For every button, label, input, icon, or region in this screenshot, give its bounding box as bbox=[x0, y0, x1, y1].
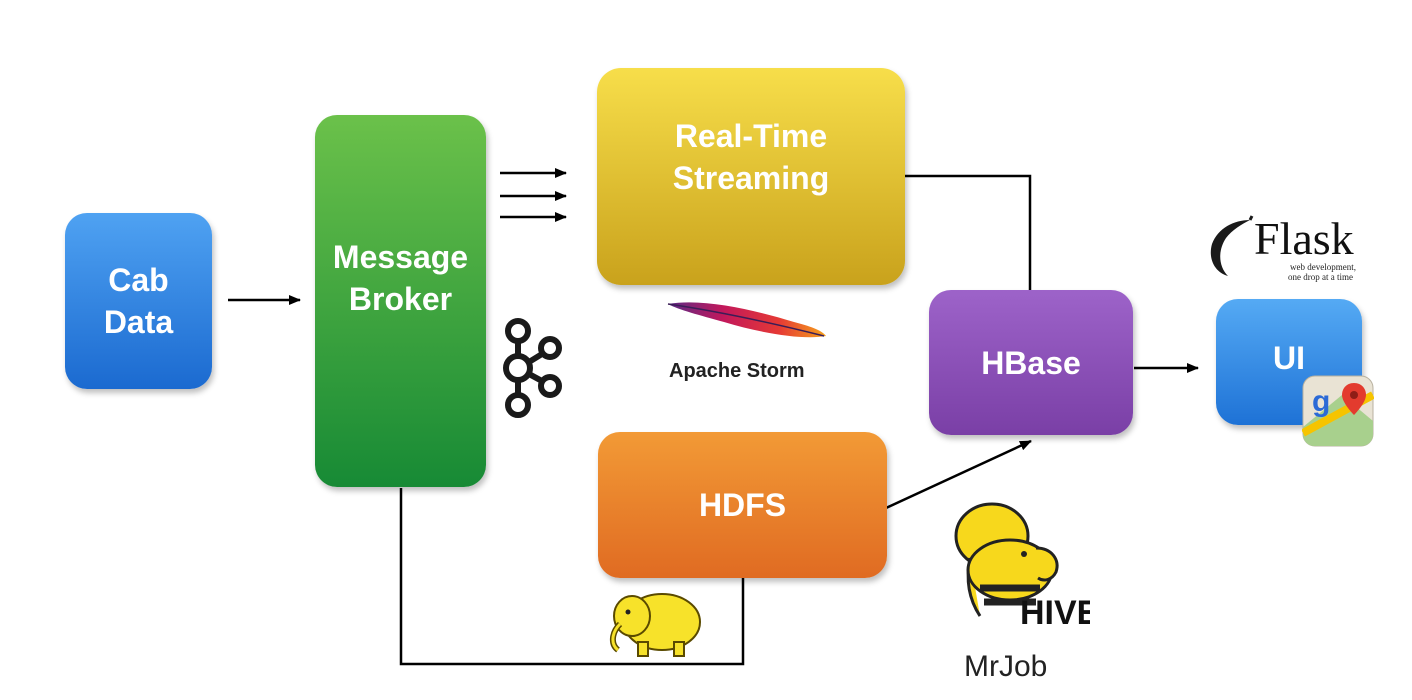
cab-data-label-line1: Cab bbox=[108, 262, 169, 298]
cab-data-label-line2: Data bbox=[103, 304, 174, 340]
realtime-label-line1: Real-Time bbox=[674, 117, 828, 154]
flask-tagline-line2: one drop at a time bbox=[1288, 272, 1353, 282]
arrow-hdfs-to-hbase bbox=[885, 439, 1032, 510]
flask-wordmark: Flask bbox=[1254, 213, 1354, 264]
kafka-icon bbox=[503, 318, 562, 418]
apache-storm-caption: Apache Storm bbox=[669, 360, 805, 382]
message-broker-label-line1: Message bbox=[332, 239, 469, 275]
hbase-label: HBase bbox=[981, 344, 1081, 381]
ui-node: UI bbox=[1216, 299, 1362, 425]
google-maps-icon: g bbox=[1302, 375, 1374, 447]
hbase-node: HBase bbox=[929, 290, 1133, 435]
ui-label: UI bbox=[1273, 340, 1305, 376]
mrjob-caption: MrJob bbox=[964, 650, 1048, 683]
realtime-streaming-node: Real-Time Streaming bbox=[597, 68, 905, 285]
hadoop-elephant-icon bbox=[610, 593, 701, 657]
hive-icon: HIVE bbox=[954, 502, 1090, 630]
hdfs-label: HDFS bbox=[698, 487, 787, 523]
realtime-label-line2: Streaming bbox=[672, 159, 830, 196]
message-broker-label-line2: Broker bbox=[348, 281, 453, 317]
message-broker-node: Message Broker bbox=[315, 115, 486, 487]
cab-data-node: Cab Data bbox=[65, 213, 212, 389]
flask-tagline-line1: web development, bbox=[1290, 262, 1356, 272]
apache-feather-icon bbox=[667, 302, 826, 338]
hive-wordmark: HIVE bbox=[1020, 594, 1090, 630]
connector-broker-to-hdfs bbox=[399, 488, 745, 666]
hdfs-node: HDFS bbox=[598, 432, 887, 578]
flask-horn-icon bbox=[1210, 215, 1254, 276]
connector-streaming-to-hbase bbox=[905, 174, 1032, 292]
svg-text:g: g bbox=[1312, 385, 1330, 418]
